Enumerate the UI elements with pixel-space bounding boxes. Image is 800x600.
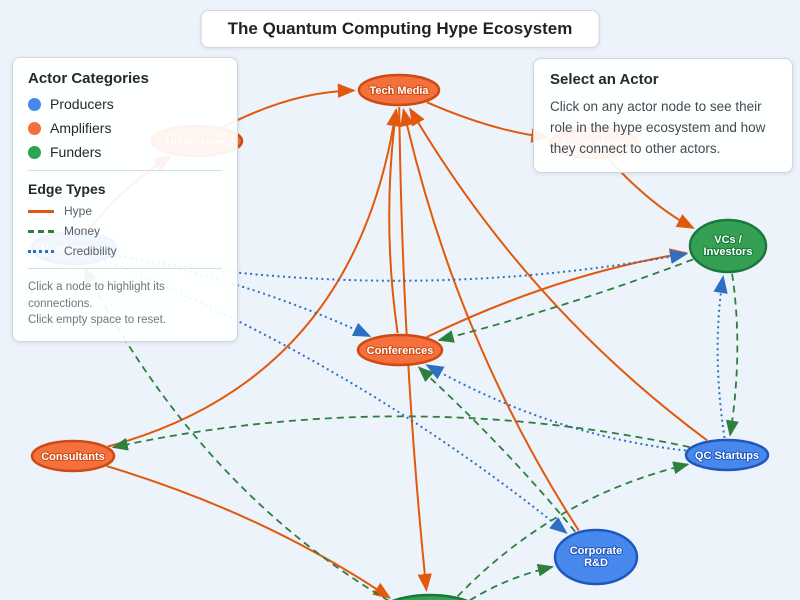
info-heading: Select an Actor	[550, 71, 659, 88]
edge-vcs-qc_startups	[725, 273, 739, 437]
edge-type-label: Money	[64, 224, 101, 238]
legend-item-label: Producers	[50, 96, 114, 112]
edge-corporate_rd-conferences	[417, 366, 576, 533]
edge-qc_startups-vcs	[713, 275, 728, 439]
node-qc_startups[interactable]: QC Startups	[684, 438, 770, 472]
info-panel: Select an Actor Click on any actor node …	[533, 58, 793, 173]
credibility-line-icon	[28, 249, 54, 253]
page-title: The Quantum Computing Hype Ecosystem	[227, 19, 573, 38]
info-body: Click on any actor node to see their rol…	[550, 99, 766, 156]
node-vcs[interactable]: VCs /Investors	[688, 218, 768, 274]
legend-item-label: Funders	[50, 144, 102, 160]
legend-divider	[28, 268, 222, 269]
edge-types-heading: Edge Types	[28, 181, 106, 197]
edge-government-qc_startups	[456, 461, 690, 598]
funders-dot-icon	[28, 145, 41, 159]
edge-type-label: Hype	[64, 204, 93, 218]
legend-heading: Actor Categories	[28, 70, 149, 87]
edge-conferences-vcs	[426, 248, 688, 338]
edge-type-money: Money	[28, 224, 222, 238]
producers-dot-icon	[28, 97, 41, 111]
edge-vcs-conferences	[437, 258, 694, 343]
legend-item-amplifiers: Amplifiers	[28, 120, 222, 136]
edge-consultants-tech_media	[107, 108, 401, 448]
legend-note-line2: Click empty space to reset.	[28, 314, 167, 327]
money-line-icon	[28, 229, 54, 233]
title-box: The Quantum Computing Hype Ecosystem	[200, 10, 600, 48]
edge-type-hype: Hype	[28, 204, 222, 218]
legend-divider	[28, 170, 222, 171]
edge-tech_media-social_media	[426, 101, 550, 143]
legend-note: Click a node to highlight its connection…	[28, 279, 222, 329]
legend-panel: Actor Categories Producers Amplifiers Fu…	[12, 57, 238, 343]
legend-item-label: Amplifiers	[50, 120, 112, 136]
edge-qc_startups-conferences	[425, 364, 686, 452]
edge-conferences-tech_media	[387, 108, 402, 334]
legend-item-producers: Producers	[28, 96, 222, 112]
node-consultants[interactable]: Consultants	[30, 439, 116, 473]
hype-line-icon	[28, 209, 54, 213]
node-conferences[interactable]: Conferences	[356, 333, 444, 367]
node-tech_media[interactable]: Tech Media	[357, 73, 441, 107]
edge-type-label: Credibility	[64, 244, 117, 258]
legend-note-line1: Click a node to highlight its connection…	[28, 281, 165, 310]
edge-government-corporate_rd	[469, 563, 554, 600]
edge-corporate_rd-tech_media	[400, 108, 580, 532]
legend-item-funders: Funders	[28, 144, 222, 160]
edge-type-credibility: Credibility	[28, 244, 222, 258]
node-government[interactable]	[368, 593, 492, 600]
edge-universities-tech_media	[222, 83, 356, 129]
edge-researchers-corporate_rd	[104, 259, 568, 535]
amplifiers-dot-icon	[28, 121, 41, 135]
edge-consultants-government	[106, 465, 392, 599]
edge-qc_startups-consultants	[111, 415, 690, 451]
